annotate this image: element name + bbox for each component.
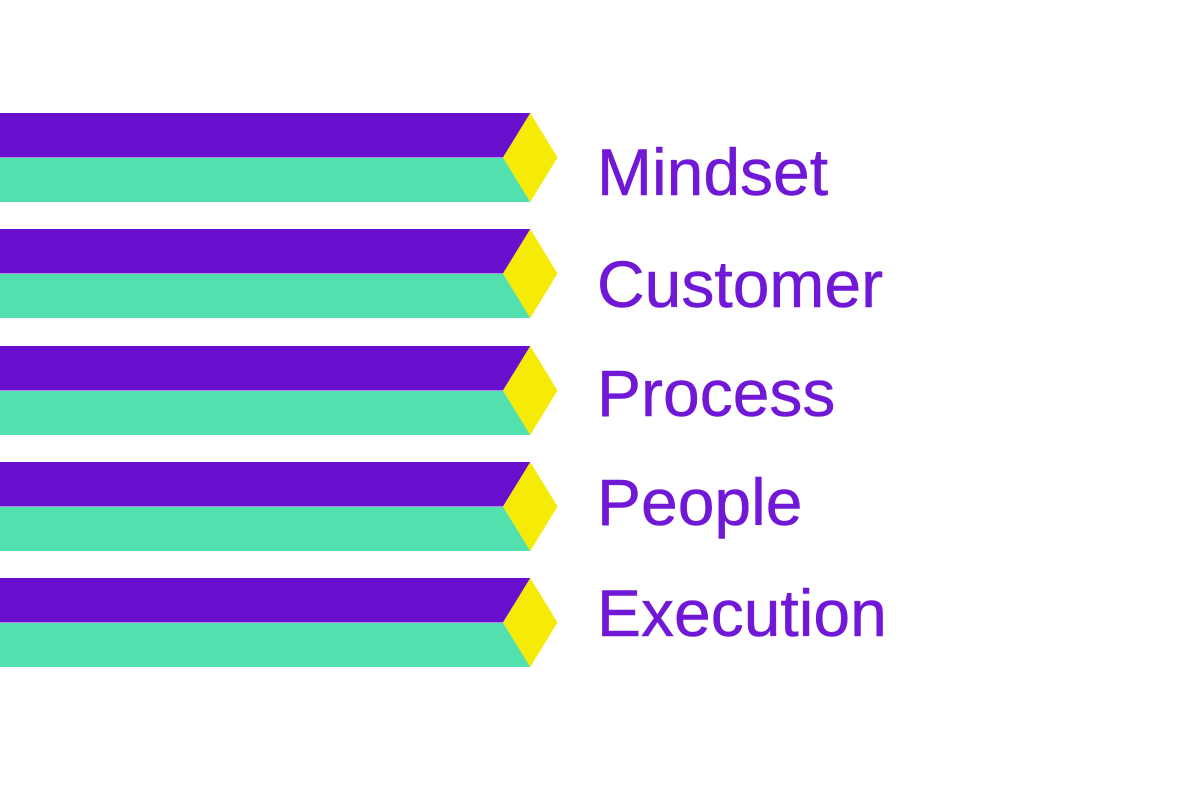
bar-stripe-top xyxy=(0,229,531,274)
list-bar xyxy=(0,578,560,667)
bar-stripe-top xyxy=(0,462,531,507)
bar-stripe-bottom xyxy=(0,273,531,318)
bar-stripe-bottom xyxy=(0,506,531,551)
bar-stripe-top xyxy=(0,578,531,623)
list-item-label: Customer xyxy=(597,247,884,321)
bar-stripe-bottom xyxy=(0,390,531,435)
bar-stripe-top xyxy=(0,346,531,391)
list-item-label: People xyxy=(597,465,803,539)
list-bar xyxy=(0,346,560,435)
bar-stripe-top xyxy=(0,113,531,158)
list-bar xyxy=(0,229,560,318)
list-item-label: Mindset xyxy=(597,135,829,209)
list-item-label: Process xyxy=(597,356,836,430)
list-item-label: Execution xyxy=(597,576,887,650)
bar-stripe-bottom xyxy=(0,157,531,202)
bar-stripe-bottom xyxy=(0,622,531,667)
list-bar xyxy=(0,113,560,202)
list-bar xyxy=(0,462,560,551)
